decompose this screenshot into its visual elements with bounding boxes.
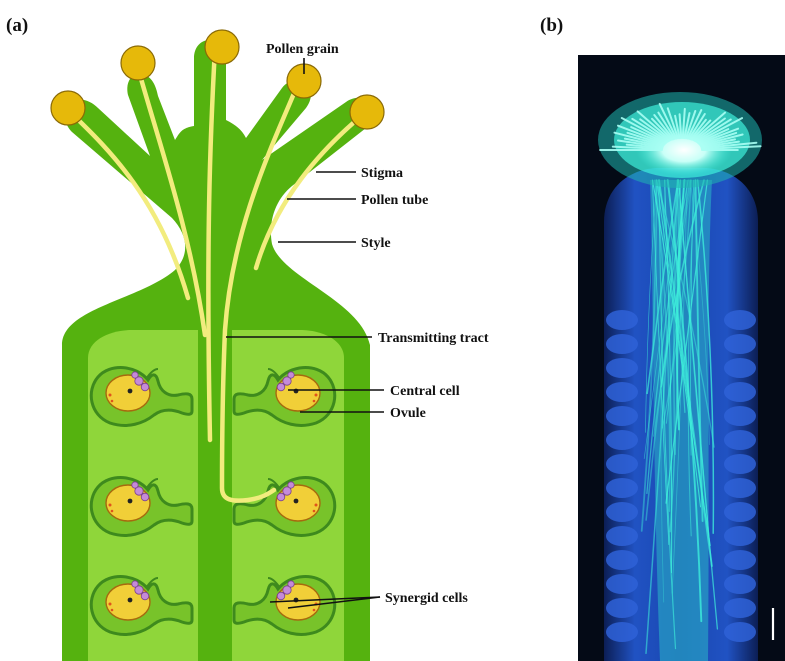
- ovule-bump: [606, 334, 638, 354]
- ovule-bump: [724, 310, 756, 330]
- label-pollen-grain: Pollen grain: [266, 42, 339, 57]
- ovule-bump: [606, 382, 638, 402]
- ovule-bump: [724, 454, 756, 474]
- pollen-grain: [51, 91, 85, 125]
- ovule-bump: [606, 478, 638, 498]
- fluorescence-micrograph: [578, 55, 785, 661]
- ovule-bump: [606, 310, 638, 330]
- label-stigma: Stigma: [361, 166, 403, 181]
- ovule-bump: [724, 430, 756, 450]
- label-ovule: Ovule: [390, 406, 426, 421]
- ovule-bump: [724, 598, 756, 618]
- pistil-diagram: Pollen grain Stigma Pollen tube Style Tr…: [51, 30, 489, 661]
- label-pollen-tube: Pollen tube: [361, 193, 428, 208]
- ovule-bump: [724, 358, 756, 378]
- label-style: Style: [361, 236, 391, 251]
- ovule-bump: [724, 550, 756, 570]
- ovule-bump: [724, 334, 756, 354]
- ovule-bump: [724, 622, 756, 642]
- panel-label-b: (b): [540, 15, 563, 36]
- pollen-grain: [205, 30, 239, 64]
- ovule-bump: [606, 574, 638, 594]
- ovule-bump: [724, 478, 756, 498]
- stigma-brush: [598, 92, 762, 188]
- ovule-bump: [606, 406, 638, 426]
- pollen-grain: [350, 95, 384, 129]
- ovule-bump: [606, 454, 638, 474]
- label-synergid-cells: Synergid cells: [385, 591, 468, 606]
- panel-label-a: (a): [6, 15, 28, 36]
- ovule-bump: [606, 430, 638, 450]
- ovule-bump: [724, 502, 756, 522]
- label-transmitting-tract: Transmitting tract: [378, 331, 489, 346]
- ovule-bump: [724, 382, 756, 402]
- pollen-grain: [121, 46, 155, 80]
- ovule-bump: [724, 406, 756, 426]
- label-central-cell: Central cell: [390, 384, 460, 399]
- ovule-bump: [724, 574, 756, 594]
- ovule-bump: [606, 550, 638, 570]
- ovule-bump: [724, 526, 756, 546]
- ovule-bump: [606, 598, 638, 618]
- ovule-bump: [606, 622, 638, 642]
- ovule-bump: [606, 358, 638, 378]
- ovule-bump: [606, 502, 638, 522]
- ovule-bump: [606, 526, 638, 546]
